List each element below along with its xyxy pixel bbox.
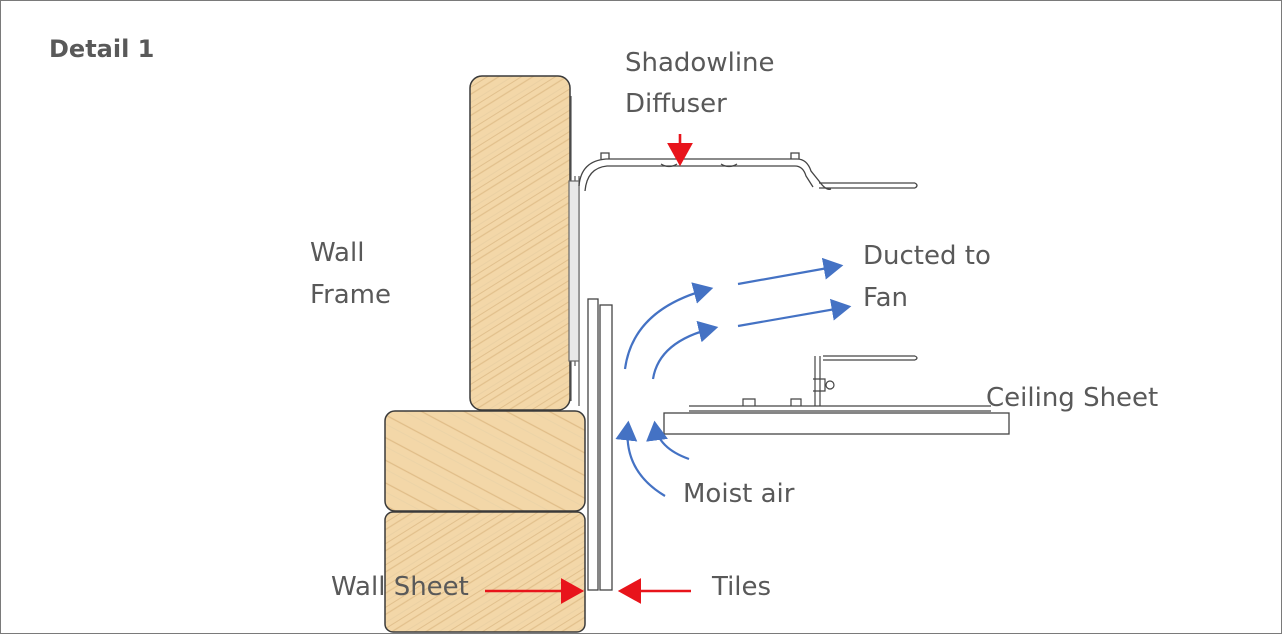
- mounting-bracket: [568, 96, 580, 406]
- label-ducted-to: Ducted to: [863, 241, 991, 271]
- label-wall: Wall: [310, 238, 365, 268]
- airflow-arrow-curve-upper: [623, 282, 714, 370]
- label-diffuser: Diffuser: [625, 89, 727, 119]
- label-wall-sheet: Wall Sheet: [331, 572, 469, 602]
- airflow-arrows: [615, 257, 852, 497]
- airflow-arrow-curve-lower: [651, 320, 719, 380]
- detail-title: Detail 1: [49, 35, 155, 63]
- ceiling-trim-profile: [689, 355, 991, 412]
- label-ceiling-sheet: Ceiling Sheet: [986, 383, 1159, 413]
- wall-frame-stud: [469, 75, 571, 411]
- top-plate-timber: [384, 410, 586, 512]
- label-frame: Frame: [310, 280, 392, 310]
- wall-sheet-and-tiles: [587, 298, 613, 591]
- airflow-arrow-moist-left: [615, 420, 666, 497]
- callout-arrows: [485, 134, 693, 604]
- lower-plate-timber: [384, 511, 586, 633]
- label-fan: Fan: [863, 283, 908, 313]
- airflow-arrow-straight-upper: [737, 257, 844, 286]
- airflow-arrow-straight-lower: [737, 298, 852, 328]
- airflow-arrow-moist-right: [646, 420, 690, 461]
- shadowline-diffuser-profile: [578, 152, 918, 192]
- ceiling-sheet: [663, 412, 1010, 435]
- label-tiles: Tiles: [712, 572, 772, 602]
- label-moist-air: Moist air: [683, 479, 795, 509]
- label-shadowline: Shadowline: [625, 48, 775, 78]
